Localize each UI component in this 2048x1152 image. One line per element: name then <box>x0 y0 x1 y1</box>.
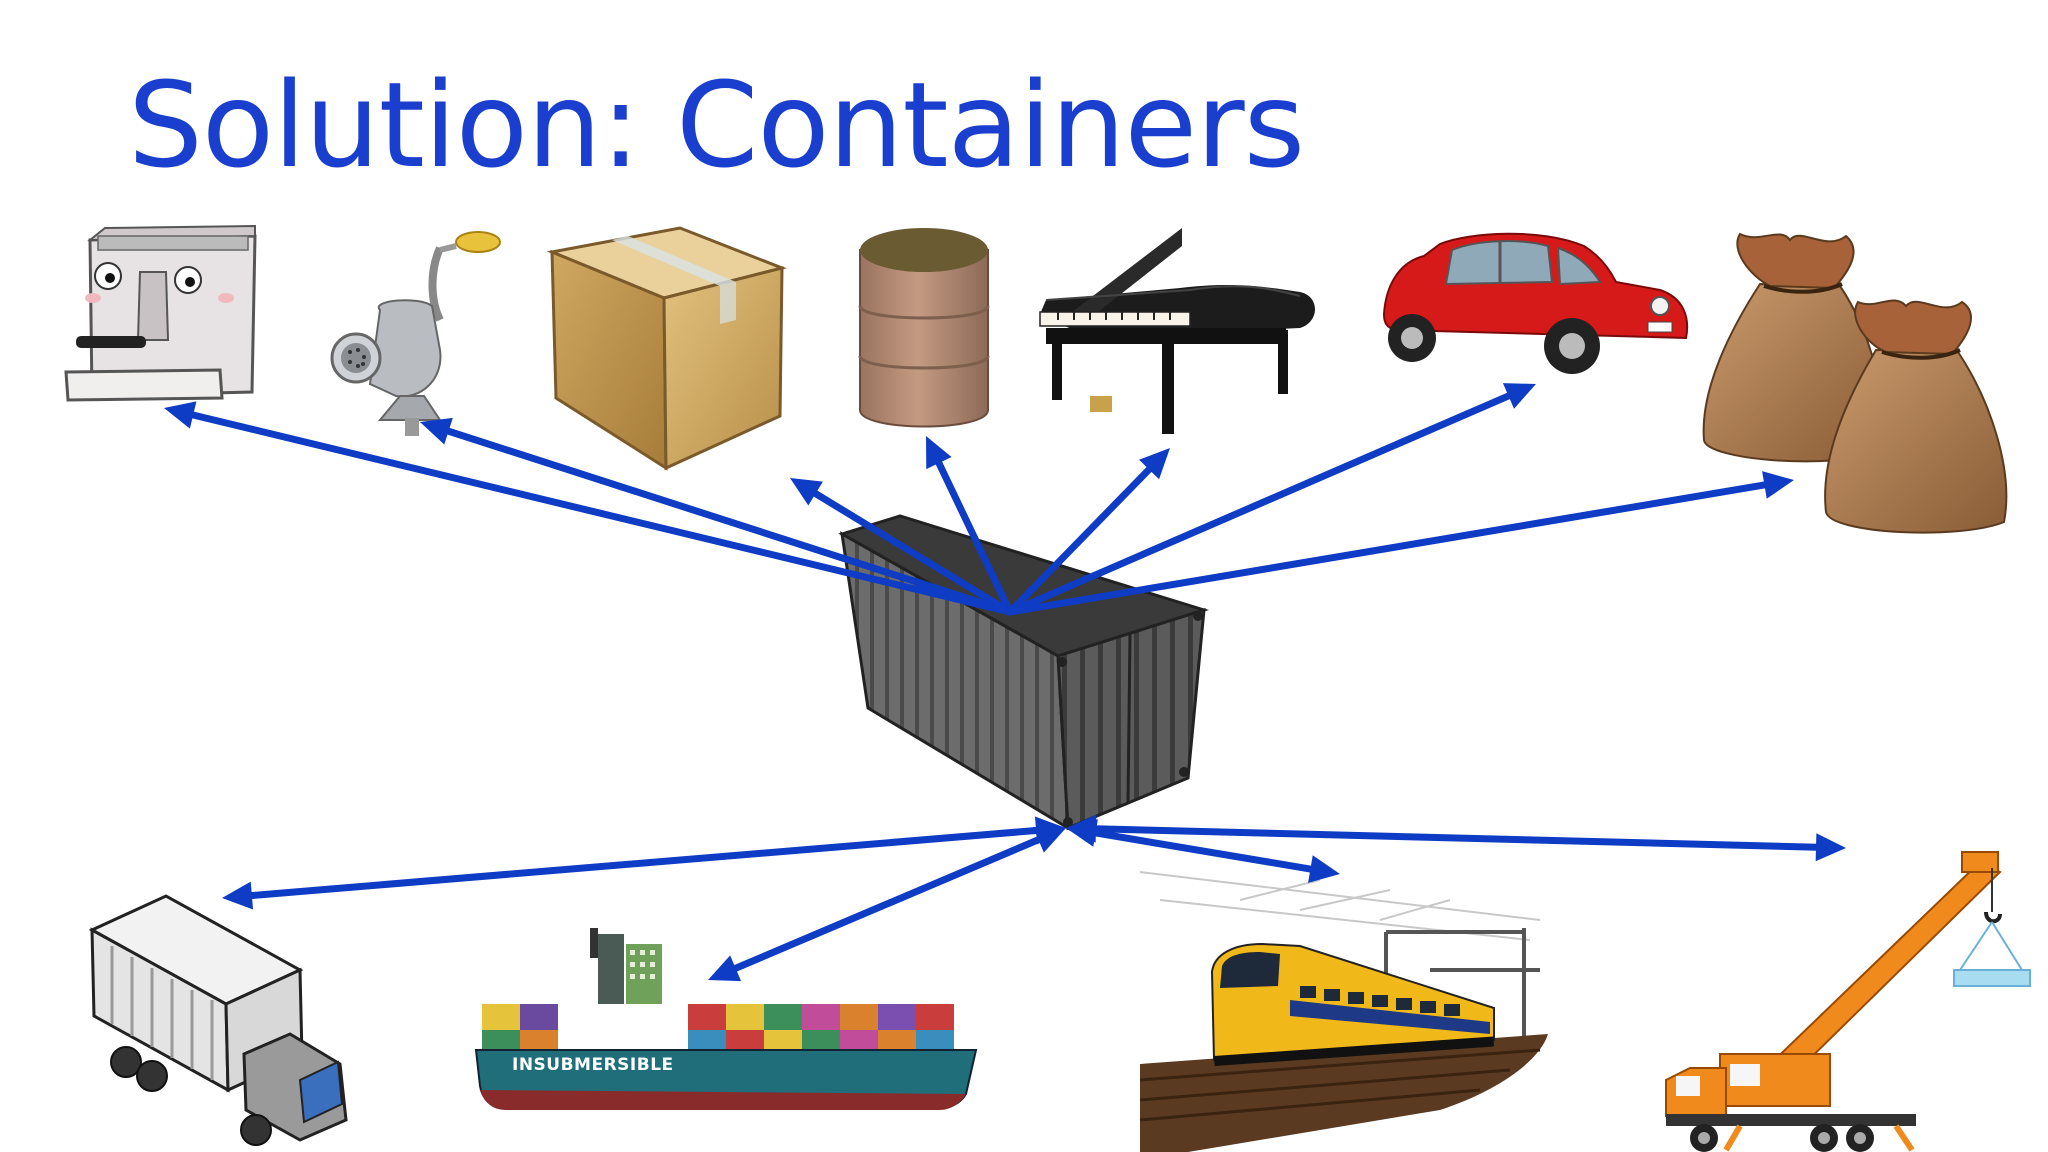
arrow-head <box>1815 833 1846 862</box>
arrow-to-grand-piano <box>1006 448 1170 616</box>
arrow-head <box>222 881 254 910</box>
arrow-shaft <box>1006 390 1518 616</box>
sacks-icon <box>1702 232 2008 534</box>
arrow-head <box>1762 471 1794 499</box>
barrel-icon <box>858 228 990 428</box>
shipping-container-icon <box>838 514 1210 831</box>
arrow-head <box>1032 826 1066 853</box>
arrow-container-crane <box>1066 814 1846 862</box>
meat-grinder-icon <box>330 231 501 436</box>
slide-title: Solution: Containers <box>128 56 1305 194</box>
arrow-head <box>420 417 453 445</box>
arrow-head <box>164 401 197 429</box>
arrow-head <box>1502 383 1536 409</box>
espresso-machine-icon <box>64 224 257 402</box>
arrow-head <box>1308 855 1340 883</box>
arrow-container-truck <box>222 816 1066 910</box>
arrow-to-red-car <box>1006 383 1536 616</box>
ship-hull-label: INSUBMERSIBLE <box>512 1055 674 1075</box>
cardboard-box-icon <box>546 226 787 471</box>
train-icon <box>1139 871 1548 1152</box>
red-car-icon <box>1382 232 1689 374</box>
arrow-shaft <box>183 410 1014 616</box>
arrow-shaft <box>1086 825 1826 851</box>
arrow-shaft <box>726 833 1048 975</box>
arrow-head <box>708 955 742 982</box>
arrow-head <box>1139 448 1170 480</box>
arrow-to-cardboard-box <box>790 478 1014 616</box>
arrow-to-meat-grinder <box>420 417 1014 616</box>
container-ship-icon: INSUBMERSIBLE <box>474 928 978 1110</box>
arrow-container-ship <box>708 826 1066 982</box>
arrow-head <box>926 436 952 470</box>
arrow-shaft <box>1086 828 1320 874</box>
arrow-to-espresso-machine <box>164 401 1014 616</box>
arrow-head <box>790 478 823 506</box>
arrow-shaft <box>242 826 1046 900</box>
grand-piano-icon <box>1039 228 1315 434</box>
arrow-shaft <box>439 425 1014 616</box>
truck-icon <box>88 894 348 1146</box>
arrow-shaft <box>806 486 1014 616</box>
arrow-shaft <box>1006 461 1157 616</box>
crane-truck-icon <box>1665 851 2031 1152</box>
arrow-to-sacks <box>1006 471 1794 616</box>
arrow-to-barrel <box>926 436 1014 616</box>
arrow-shaft <box>932 454 1014 616</box>
arrow-head <box>1066 814 1097 843</box>
arrow-group <box>164 383 1846 982</box>
arrow-shaft <box>1006 480 1774 616</box>
